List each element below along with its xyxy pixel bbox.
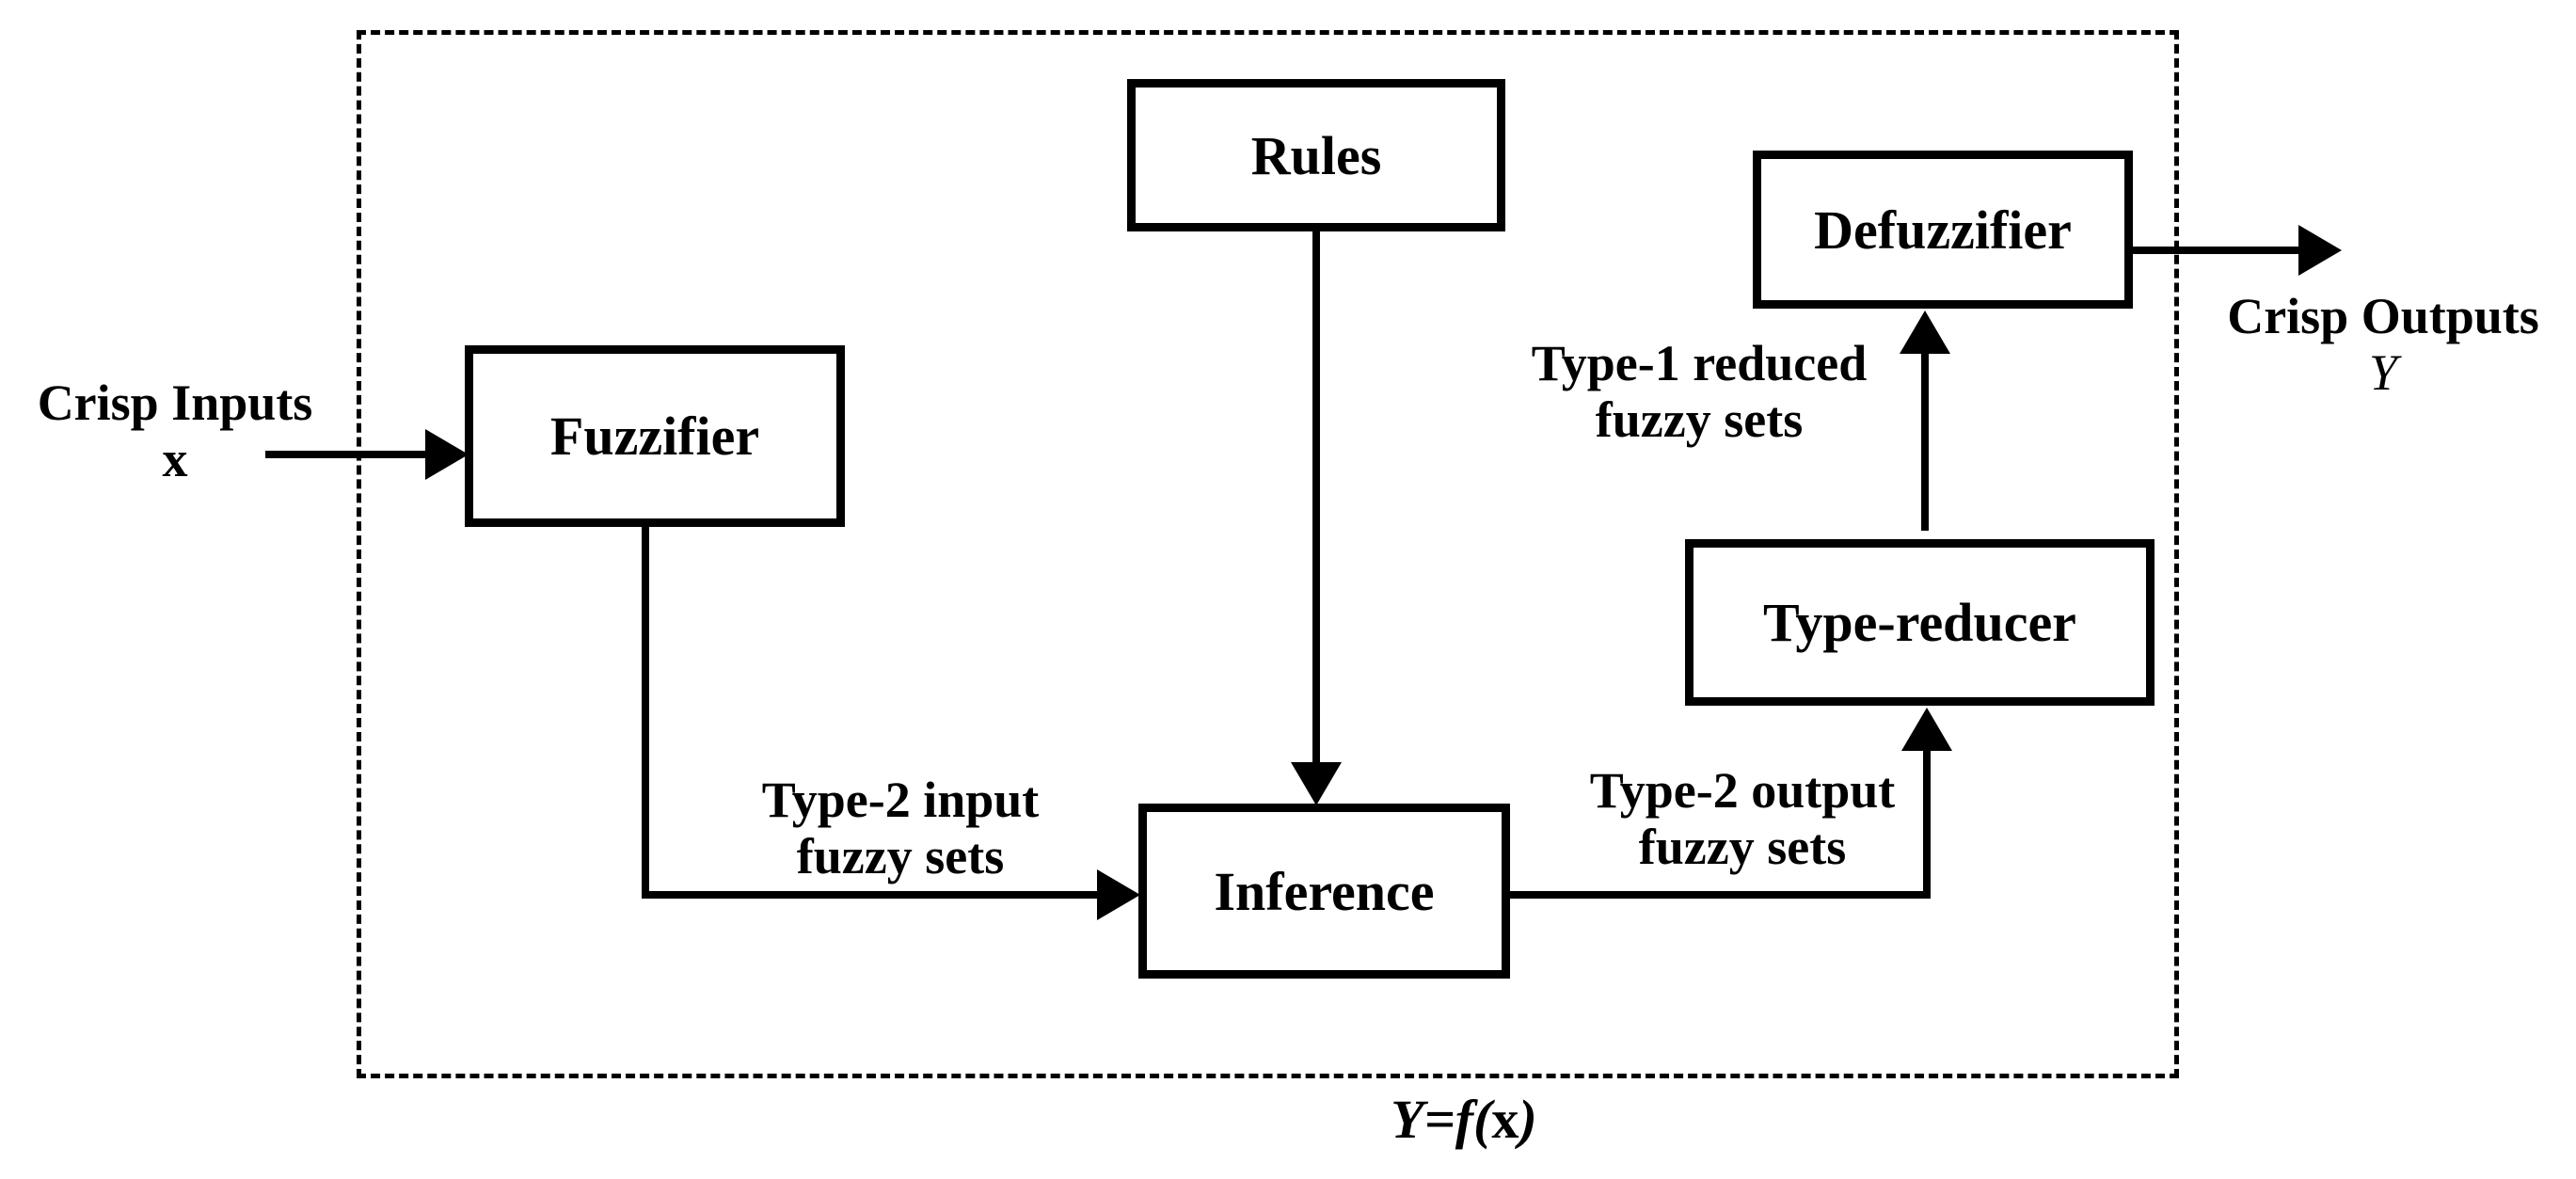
crisp-inputs-text: Crisp Inputs — [37, 374, 313, 431]
inference-label: Inference — [1214, 860, 1435, 922]
caption-suffix: ) — [1519, 1089, 1537, 1150]
inference-input-arrowhead-icon — [1097, 869, 1140, 920]
system-function-caption: Y=f(x) — [1257, 1090, 1671, 1150]
rules-label: Rules — [1250, 124, 1382, 186]
fuzzifier-label: Fuzzifier — [549, 406, 760, 467]
defuzzifier-label: Defuzzifier — [1814, 199, 2072, 261]
type-reducer-box: Type-reducer — [1685, 539, 2155, 706]
type1-reduced-line1: Type-1 reduced — [1531, 335, 1868, 391]
rules-to-inference-arrowhead-icon — [1291, 762, 1342, 805]
type2-output-fuzzy-sets-label: Type-2 output fuzzy sets — [1554, 762, 1931, 875]
crisp-input-arrowhead-icon — [425, 429, 469, 480]
crisp-outputs-symbol: Y — [2368, 344, 2398, 401]
type-reducer-to-defuzzifier-line — [1921, 350, 1929, 531]
defuzzifier-input-arrowhead-icon — [1900, 311, 1950, 354]
type-reducer-label: Type-reducer — [1763, 592, 2076, 653]
type-reducer-input-arrowhead-icon — [1901, 708, 1952, 751]
crisp-outputs-text: Crisp Outputs — [2227, 288, 2539, 344]
rules-to-inference-line — [1312, 228, 1320, 764]
type1-reduced-line2: fuzzy sets — [1595, 391, 1804, 448]
type2-input-line2: fuzzy sets — [796, 828, 1005, 884]
type2-input-fuzzy-sets-label: Type-2 input fuzzy sets — [712, 772, 1089, 884]
type2-output-line2: fuzzy sets — [1638, 819, 1847, 875]
inference-to-type-reducer-horizontal-line — [1505, 891, 1931, 899]
fuzzifier-to-inference-horizontal-line — [642, 891, 1101, 899]
crisp-inputs-label: Crisp Inputs x — [0, 374, 350, 487]
type2-output-line1: Type-2 output — [1589, 762, 1896, 819]
inference-box: Inference — [1138, 804, 1510, 979]
type2-input-line1: Type-2 input — [761, 772, 1040, 828]
rules-box: Rules — [1127, 79, 1505, 231]
inference-to-type-reducer-vertical-line — [1923, 747, 1931, 899]
fuzzifier-box: Fuzzifier — [465, 345, 845, 527]
system-boundary-dashed-box — [357, 30, 2179, 1078]
type1-reduced-fuzzy-sets-label: Type-1 reduced fuzzy sets — [1505, 335, 1893, 448]
crisp-output-line — [2129, 247, 2298, 254]
caption-prefix: Y=f( — [1391, 1089, 1492, 1150]
crisp-inputs-symbol: x — [162, 431, 188, 487]
caption-x: x — [1491, 1089, 1519, 1150]
fuzzifier-to-inference-vertical-line — [642, 520, 649, 899]
defuzzifier-box: Defuzzifier — [1753, 151, 2133, 309]
crisp-input-line — [265, 451, 429, 458]
crisp-outputs-label: Crisp Outputs Y — [2190, 288, 2576, 401]
crisp-output-arrowhead-icon — [2298, 225, 2342, 276]
